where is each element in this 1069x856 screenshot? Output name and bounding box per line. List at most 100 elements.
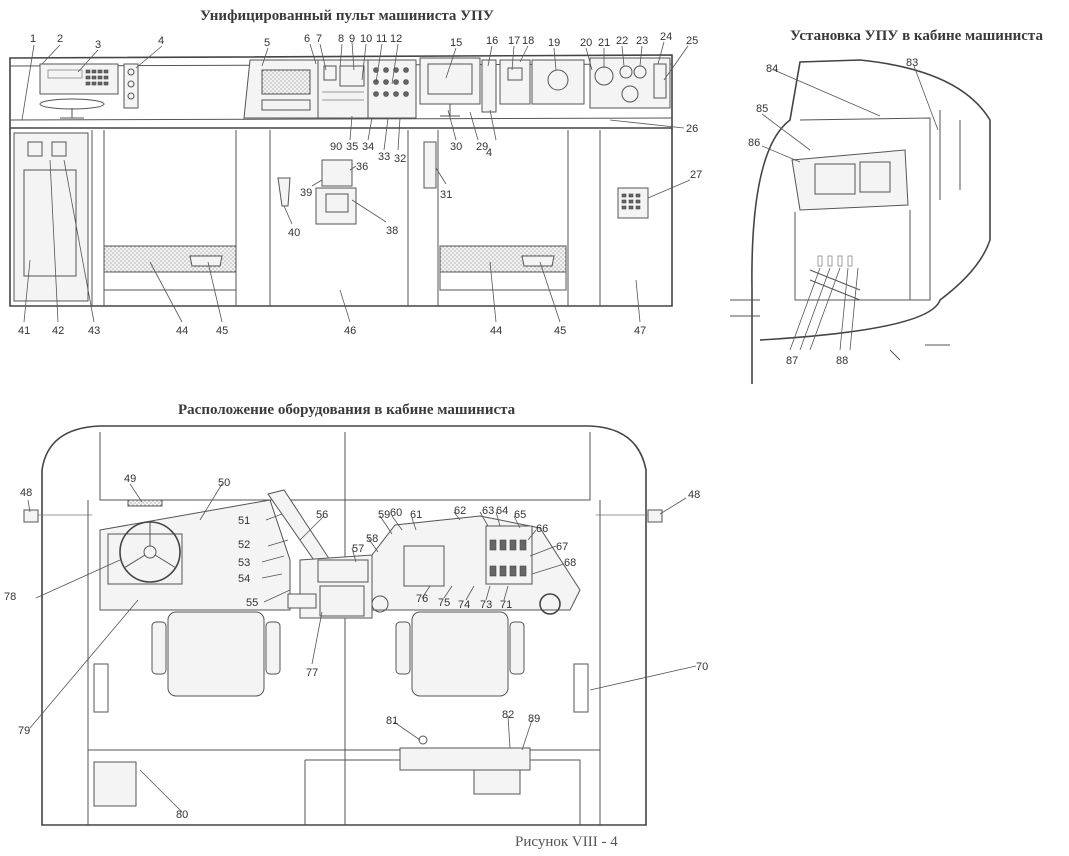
handwheel-edge	[39, 98, 105, 110]
right-desk	[371, 515, 581, 611]
seat-right	[411, 611, 509, 697]
callout-15: 15	[450, 37, 462, 49]
footrest-right	[439, 245, 567, 273]
cab-plan-view	[23, 425, 663, 826]
callout-31: 31	[440, 189, 452, 201]
callout-12: 12	[390, 33, 402, 45]
callout-51: 51	[238, 515, 250, 527]
speed-panel	[531, 59, 585, 105]
callout-61: 61	[410, 509, 422, 521]
callout-32: 32	[394, 153, 406, 165]
console-title: Унифицированный пульт машиниста УПУ	[200, 8, 494, 24]
callout-4: 4	[158, 35, 164, 47]
callout-9: 9	[349, 33, 355, 45]
callout-50: 50	[218, 477, 230, 489]
callout-78: 78	[4, 591, 16, 603]
callout-48: 48	[20, 487, 32, 499]
callout-83: 89	[528, 713, 540, 725]
callout-73: 73	[480, 599, 492, 611]
callout-3: 3	[95, 39, 101, 51]
callout-18: 18	[522, 35, 534, 47]
cab-plan-outline	[41, 425, 647, 826]
callout-45b: 45	[554, 325, 566, 337]
callout-35: 35	[346, 141, 358, 153]
left-desk	[99, 499, 291, 611]
callout-44: 44	[176, 325, 188, 337]
callout-33: 33	[378, 151, 390, 163]
callout-89: 88	[836, 355, 848, 367]
callout-48b: 48	[688, 489, 700, 501]
callout-62: 62	[454, 505, 466, 517]
console-front-view	[9, 54, 673, 307]
callout-22: 22	[616, 35, 628, 47]
callout-44b: 44	[490, 325, 502, 337]
callout-25: 25	[686, 35, 698, 47]
callout-8: 8	[338, 33, 344, 45]
callout-57: 57	[352, 543, 364, 555]
callout-49: 49	[124, 473, 136, 485]
callout-88: 87	[786, 355, 798, 367]
callout-40: 40	[288, 227, 300, 239]
callout-30: 30	[450, 141, 462, 153]
gauge-cluster	[589, 57, 671, 109]
callout-66: 66	[536, 523, 548, 535]
callout-80: 80	[176, 809, 188, 821]
callout-67: 67	[556, 541, 568, 553]
callout-85: 84	[766, 63, 778, 75]
callout-24: 24	[660, 31, 672, 43]
callout-20: 20	[580, 37, 592, 49]
callout-81: 81	[386, 715, 398, 727]
layout-title: Расположение оборудования в кабине машин…	[178, 402, 516, 418]
callout-23: 23	[636, 35, 648, 47]
leader-lines	[21, 41, 939, 813]
callout-76: 76	[416, 593, 428, 605]
cab-outline	[751, 59, 991, 384]
callout-27: 27	[690, 169, 702, 181]
callout-16: 16	[486, 35, 498, 47]
callout-79: 79	[18, 725, 30, 737]
callout-10: 10	[360, 33, 372, 45]
callout-90: 90	[330, 141, 342, 153]
callout-5: 5	[264, 37, 270, 49]
callout-45: 45	[216, 325, 228, 337]
callout-47: 47	[634, 325, 646, 337]
callout-36: 36	[356, 161, 368, 173]
seat-left	[167, 611, 265, 697]
figure-caption: Рисунок VIII - 4	[515, 834, 618, 850]
callout-87: 86	[748, 137, 760, 149]
callout-71: 71	[500, 599, 512, 611]
callout-70: 70	[696, 661, 708, 673]
callout-34: 34	[362, 141, 374, 153]
callout-43: 43	[88, 325, 100, 337]
callout-19: 19	[548, 37, 560, 49]
install-side-view	[730, 59, 991, 384]
callout-29: 29	[476, 141, 488, 153]
callout-2: 2	[57, 33, 63, 45]
callout-38: 38	[386, 225, 398, 237]
callout-59: 59	[378, 509, 390, 521]
callout-65: 65	[514, 509, 526, 521]
callout-84: 83	[906, 57, 918, 69]
callout-58: 58	[366, 533, 378, 545]
callout-68: 68	[564, 557, 576, 569]
callout-77: 77	[306, 667, 318, 679]
callout-54: 54	[238, 573, 250, 585]
callout-41: 41	[18, 325, 30, 337]
callout-52: 52	[238, 539, 250, 551]
callout-7: 7	[316, 33, 322, 45]
callout-11: 11	[376, 33, 387, 45]
callout-21: 21	[598, 37, 610, 49]
callout-4b: 4	[486, 147, 492, 159]
callout-53: 53	[238, 557, 250, 569]
callout-60: 60	[390, 507, 402, 519]
install-title: Установка УПУ в кабине машиниста	[790, 28, 1043, 44]
callout-63: 63	[482, 505, 494, 517]
callout-75: 75	[438, 597, 450, 609]
callout-82: 82	[502, 709, 514, 721]
callout-1: 1	[30, 33, 36, 45]
callout-55: 55	[246, 597, 258, 609]
callout-64: 64	[496, 505, 508, 517]
callout-46: 46	[344, 325, 356, 337]
callout-17: 17	[508, 35, 520, 47]
